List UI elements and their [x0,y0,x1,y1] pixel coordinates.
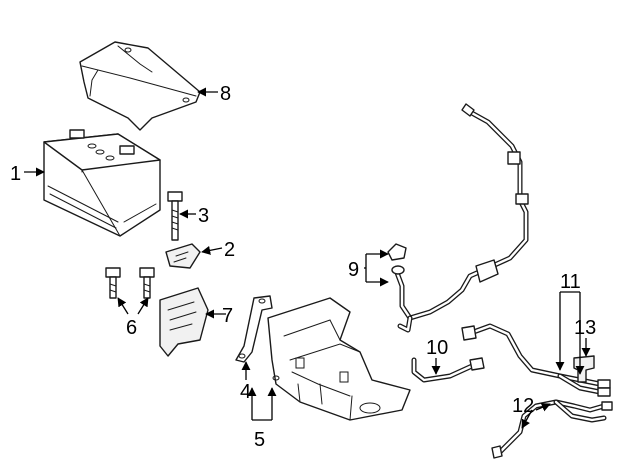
callout-13: 13 [574,317,596,339]
bolt-part [167,191,183,241]
callout-10: 10 [426,337,448,359]
callout-12: 12 [512,395,534,417]
positive-cable-part [387,103,529,333]
callout-7: 7 [222,305,233,327]
callout-6: 6 [126,317,137,339]
battery-tray-part [267,297,411,421]
battery-part [43,129,161,237]
negative-cable-part [461,323,611,397]
leader-lines [24,87,591,429]
callout-8: 8 [220,83,231,105]
bracket-part [159,287,209,357]
battery-cover-part [79,41,201,131]
callout-5: 5 [254,429,265,451]
callout-labels: 1 2 3 4 5 6 7 8 9 10 11 12 13 [10,83,596,451]
bolt-pair-part [105,267,155,299]
callout-9: 9 [348,259,359,281]
callout-2: 2 [224,239,235,261]
callout-3: 3 [198,205,209,227]
callout-1: 1 [10,163,21,185]
ground-cable-part [491,399,613,459]
small-cable-part [411,357,485,383]
callout-4: 4 [240,381,251,403]
callout-11: 11 [560,271,581,293]
clamp-part [165,243,201,269]
hold-down-strap-part [235,295,273,363]
